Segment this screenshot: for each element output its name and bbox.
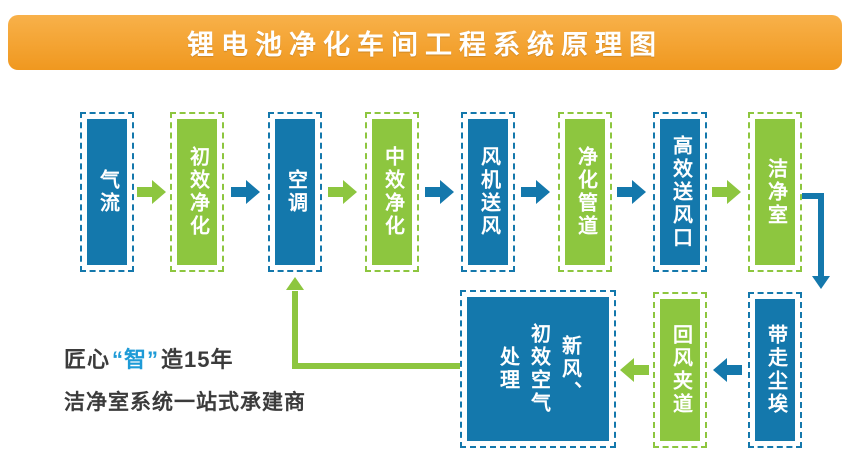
connector-treatment-to-ac	[292, 291, 298, 369]
title-banner: 锂电池净化车间工程系统原理图	[8, 15, 842, 70]
flow-box-medium-purification: 中效净化	[365, 112, 419, 272]
flow-box-primary-purification: 初效净化	[170, 112, 224, 272]
arrow-right-icon	[425, 179, 455, 205]
flow-box-hepa-outlet: 高效送风口	[653, 112, 707, 272]
flow-box-fan-supply: 风机送风	[461, 112, 515, 272]
flow-box-airflow: 气流	[80, 112, 134, 272]
arrow-right-icon	[617, 179, 647, 205]
flow-box-air-conditioner: 空调	[268, 112, 322, 272]
connector-cleanroom-to-dust	[802, 193, 824, 199]
arrow-right-icon	[712, 179, 742, 205]
tagline-line1: 匠心“智”造15年	[64, 342, 234, 374]
flow-box-purification-duct: 净化管道	[558, 112, 612, 272]
arrow-right-icon	[521, 179, 551, 205]
arrow-right-icon	[231, 179, 261, 205]
flow-box-label: 带走尘埃	[755, 299, 795, 441]
flow-box-label: 初效净化	[177, 119, 217, 265]
connector-treatment-to-ac	[292, 363, 460, 369]
arrow-right-icon	[137, 179, 167, 205]
tagline-suffix: 造15年	[161, 347, 234, 372]
tagline-line2: 洁净室系统一站式承建商	[64, 391, 306, 414]
arrow-down-icon	[812, 276, 830, 289]
flow-box-label: 回风夹道	[660, 299, 700, 441]
page-title: 锂电池净化车间工程系统原理图	[187, 30, 663, 60]
flow-box-label: 净化管道	[565, 119, 605, 265]
flow-box-label: 洁净室	[755, 119, 795, 265]
arrow-up-icon	[286, 277, 304, 290]
arrow-right-icon	[328, 179, 358, 205]
flow-box-label: 风机送风	[468, 119, 508, 265]
flow-box-dust-removal: 带走尘埃	[748, 292, 802, 448]
flow-box-label: 空调	[275, 119, 315, 265]
flow-box-return-air-passage: 回风夹道	[653, 292, 707, 448]
flow-box-label: 中效净化	[372, 119, 412, 265]
arrow-left-icon	[712, 357, 742, 383]
connector-cleanroom-to-dust	[818, 193, 824, 277]
flow-box-air-treatment: 新风、 初效空气 处理	[460, 290, 616, 448]
tagline-prefix: 匠心	[64, 347, 111, 372]
flow-box-cleanroom: 洁净室	[748, 112, 802, 272]
flow-box-label: 新风、 初效空气 处理	[467, 297, 609, 441]
arrow-left-icon	[619, 357, 649, 383]
flow-box-label: 气流	[87, 119, 127, 265]
tagline-highlight: “智”	[112, 347, 160, 372]
flow-box-label: 高效送风口	[660, 119, 700, 265]
